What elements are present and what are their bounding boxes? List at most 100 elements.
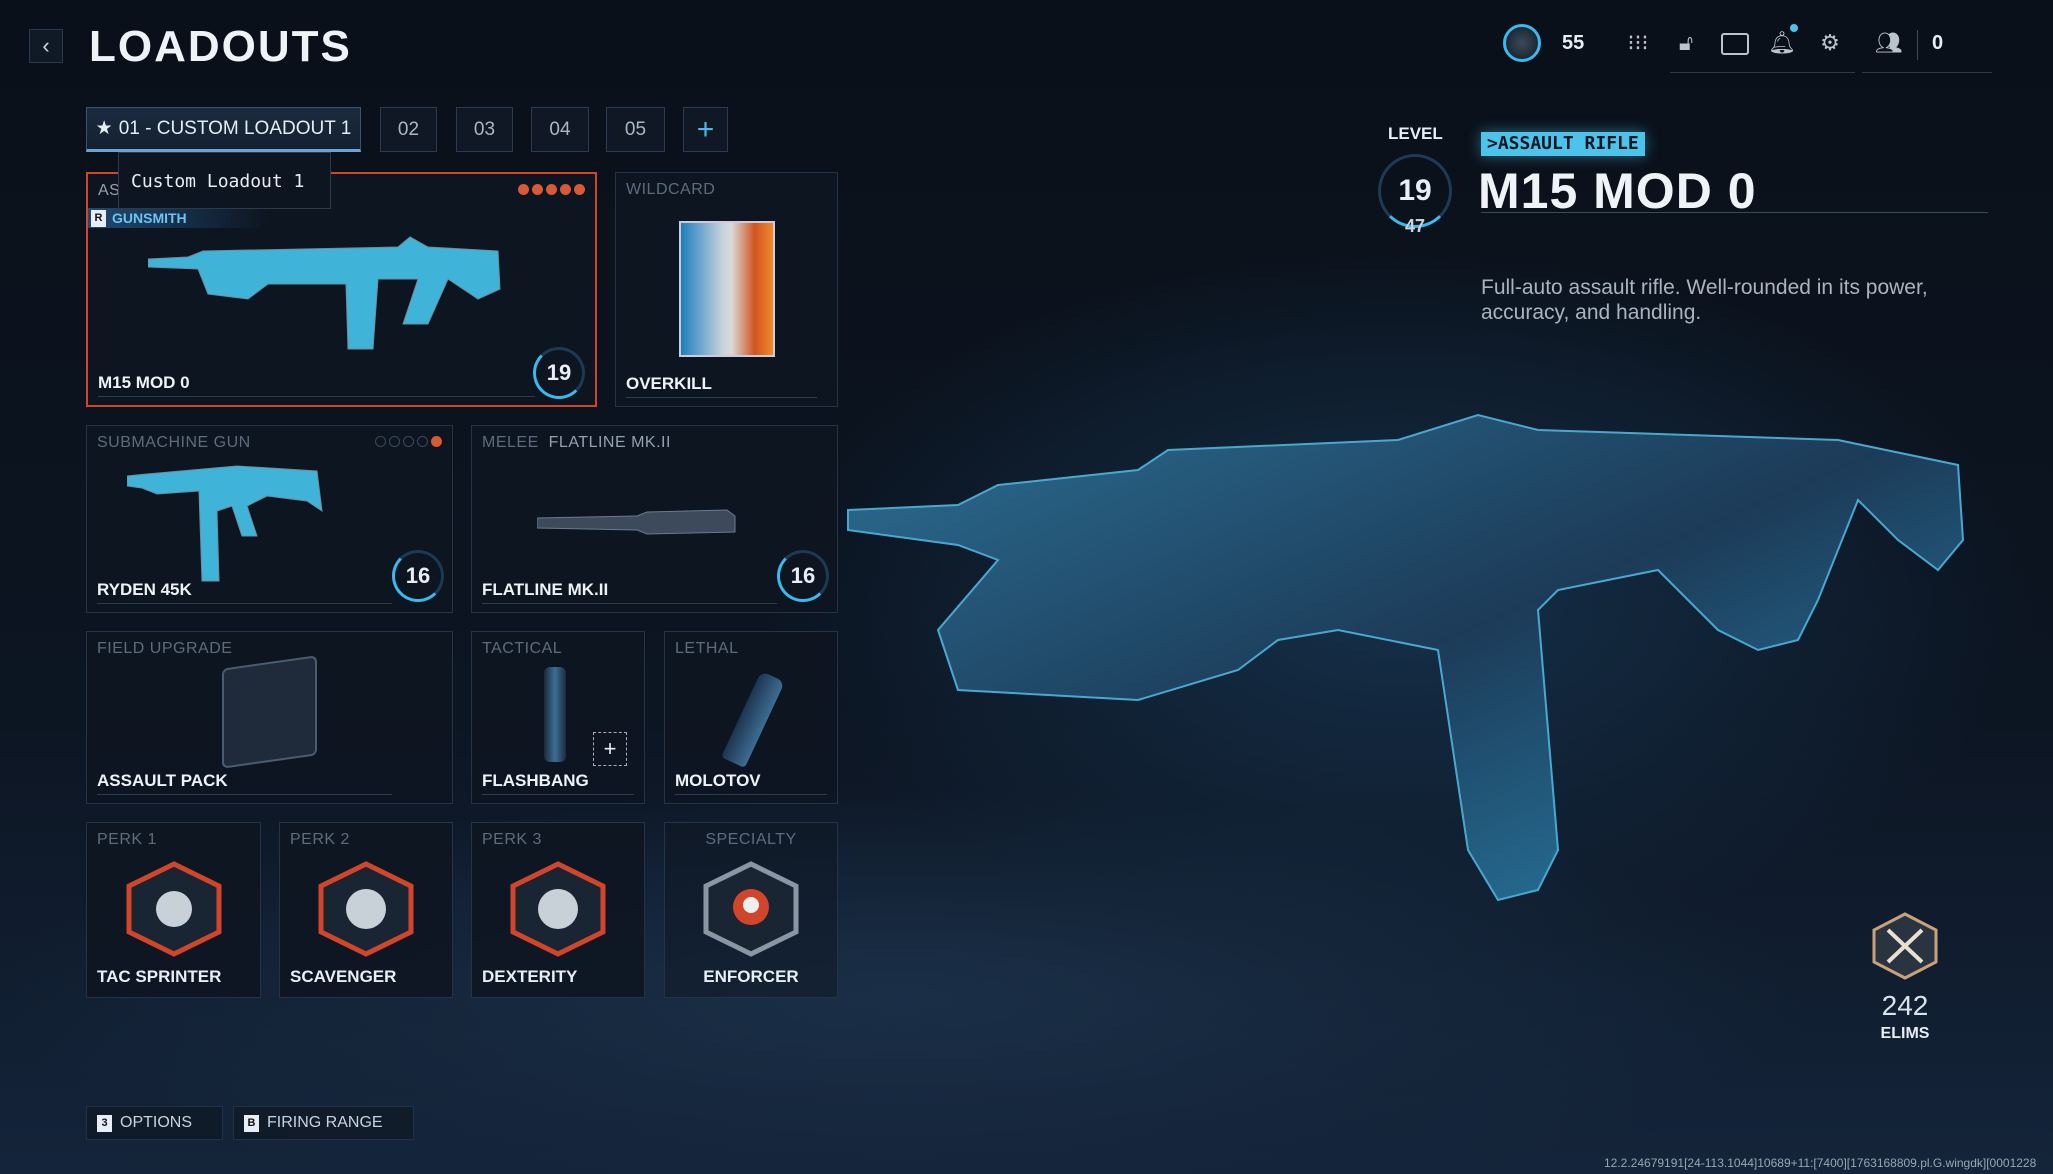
key-hint: 3 xyxy=(97,1114,112,1132)
wildcard-slot[interactable]: WILDCARD OVERKILL xyxy=(615,172,838,407)
tactical-slot[interactable]: TACTICAL + FLASHBANG xyxy=(471,631,645,804)
m15-rifle-image xyxy=(148,236,501,350)
divider xyxy=(97,794,392,795)
field-upgrade-slot[interactable]: FIELD UPGRADE ASSAULT PACK xyxy=(86,631,453,804)
slot-category: WILDCARD xyxy=(626,181,716,198)
perk-name: SCAVENGER xyxy=(290,967,397,986)
elims-crossed-swords-icon xyxy=(1872,912,1938,980)
options-button[interactable]: 3 OPTIONS xyxy=(86,1106,223,1140)
enforcer-specialty-icon xyxy=(703,861,799,957)
currency-count: 0 xyxy=(1932,32,1944,54)
scavenger-perk-icon xyxy=(318,861,414,957)
weapon-name: RYDEN 45K xyxy=(97,580,192,599)
slot-category: PERK 2 xyxy=(290,831,350,848)
slot-category: PERK 3 xyxy=(482,831,542,848)
weapon-preview-render[interactable] xyxy=(838,370,1968,930)
melee-slot[interactable]: MELEE FLATLINE MK.II FLATLINE MK.II 16 xyxy=(471,425,838,613)
back-button[interactable]: ‹ xyxy=(29,29,63,63)
slot-category: MELEE FLATLINE MK.II xyxy=(482,434,671,451)
loadout-name-tooltip: Custom Loadout 1 xyxy=(118,152,331,209)
weapon-name: M15 MOD 0 xyxy=(98,373,190,392)
lethal-name: MOLOTOV xyxy=(675,771,761,790)
slot-category: SPECIALTY xyxy=(705,831,797,848)
assault-pack-image xyxy=(222,655,317,769)
overkill-card-image xyxy=(679,221,775,357)
specialty-slot[interactable]: SPECIALTY ENFORCER xyxy=(664,822,838,998)
weapon-level-ring: 19 xyxy=(533,347,585,399)
divider xyxy=(675,794,827,795)
plus-icon[interactable]: + xyxy=(593,732,627,766)
grid-menu-icon[interactable]: ⁝⁝⁝ xyxy=(1627,30,1649,55)
perk-name: DEXTERITY xyxy=(482,967,578,986)
wildcard-name: OVERKILL xyxy=(626,374,712,393)
perk-1-slot[interactable]: PERK 1 TAC SPRINTER xyxy=(86,822,261,998)
divider xyxy=(1670,72,1855,73)
player-level: 55 xyxy=(1562,32,1585,54)
tab-loadout-05[interactable]: 05 xyxy=(606,107,665,152)
flashbang-image xyxy=(544,667,566,762)
tab-loadout-01[interactable]: ★01 - CUSTOM LOADOUT 1 xyxy=(86,107,361,152)
tab-loadout-03[interactable]: 03 xyxy=(456,107,513,152)
tactical-name: FLASHBANG xyxy=(482,771,589,790)
flatline-melee-image xyxy=(537,509,736,535)
divider xyxy=(482,794,634,795)
slot-category: SUBMACHINE GUN xyxy=(97,434,251,451)
divider xyxy=(97,603,392,604)
tac-sprinter-perk-icon xyxy=(126,861,221,957)
chevron-left-icon: ‹ xyxy=(42,33,50,58)
gunsmith-label: GUNSMITH xyxy=(112,210,187,226)
tab-loadout-04[interactable]: 04 xyxy=(531,107,589,152)
build-version: 12.2.24679191[24-113.1044]10689+11:[7400… xyxy=(1604,1156,2037,1170)
divider xyxy=(98,396,535,397)
melee-name: FLATLINE MK.II xyxy=(482,580,609,599)
perk-2-slot[interactable]: PERK 2 SCAVENGER xyxy=(279,822,453,998)
divider xyxy=(1862,72,1992,73)
ryden-smg-image xyxy=(127,465,323,582)
divider xyxy=(1481,212,1988,213)
level-progress-ring xyxy=(1378,154,1452,228)
lethal-slot[interactable]: LETHAL MOLOTOV xyxy=(664,631,838,804)
options-label: OPTIONS xyxy=(120,1114,193,1131)
tab-loadout-02[interactable]: 02 xyxy=(380,107,437,152)
store-icon[interactable] xyxy=(1721,33,1749,55)
molotov-image xyxy=(721,670,785,769)
firing-range-button[interactable]: B FIRING RANGE xyxy=(233,1106,414,1140)
weapon-level-ring: 16 xyxy=(777,550,829,602)
weapon-category-badge: >ASSAULT RIFLE xyxy=(1481,132,1645,156)
perk-3-slot[interactable]: PERK 3 DEXTERITY xyxy=(471,822,645,998)
page-title: LOADOUTS xyxy=(89,22,352,71)
add-loadout-button[interactable]: + xyxy=(683,107,728,152)
dexterity-perk-icon xyxy=(510,861,606,957)
firing-range-label: FIRING RANGE xyxy=(267,1114,383,1131)
divider xyxy=(626,397,817,398)
slot-category: TACTICAL xyxy=(482,640,563,657)
friends-icon[interactable]: 👥︎ xyxy=(1875,30,1903,55)
elims-label: ELIMS xyxy=(1880,1025,1930,1042)
divider xyxy=(1917,30,1918,60)
slot-category: LETHAL xyxy=(675,640,739,657)
perk-name: TAC SPRINTER xyxy=(97,967,222,986)
tab-label: 01 - CUSTOM LOADOUT 1 xyxy=(118,117,352,139)
slot-category: AS xyxy=(98,182,121,199)
weapon-level: 19 xyxy=(1398,174,1432,207)
prestige-emblem-icon[interactable] xyxy=(1503,24,1541,62)
weapon-level-ring: 16 xyxy=(392,550,444,602)
level-progress: 47 xyxy=(1404,216,1426,236)
settings-gear-icon[interactable]: ⚙ xyxy=(1820,30,1840,55)
attachment-indicator xyxy=(518,184,585,195)
slot-category: FIELD UPGRADE xyxy=(97,640,233,657)
perk-name: ENFORCER xyxy=(703,967,799,986)
field-upgrade-name: ASSAULT PACK xyxy=(97,771,228,790)
key-hint: B xyxy=(244,1114,259,1132)
elims-count: 242 xyxy=(1881,990,1929,1021)
attachment-indicator xyxy=(375,436,442,447)
secondary-weapon-slot[interactable]: SUBMACHINE GUN RYDEN 45K 16 xyxy=(86,425,453,613)
level-label: LEVEL xyxy=(1388,124,1443,143)
notification-bell-icon[interactable]: 🔔︎ xyxy=(1768,24,1798,58)
unlock-icon[interactable]: 🔓︎ xyxy=(1678,30,1694,55)
star-icon: ★ xyxy=(95,118,113,139)
slot-category: PERK 1 xyxy=(97,831,157,848)
weapon-title: M15 MOD 0 xyxy=(1478,163,1757,219)
weapon-description: Full-auto assault rifle. Well-rounded in… xyxy=(1481,276,1928,324)
